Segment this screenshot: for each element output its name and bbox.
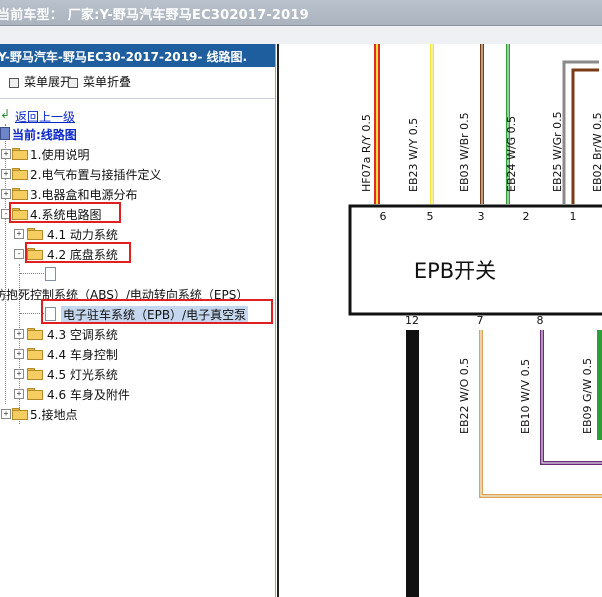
document-icon bbox=[45, 267, 56, 281]
highlight-box bbox=[41, 299, 273, 324]
folder-icon bbox=[27, 388, 43, 400]
title-bar-spacer bbox=[0, 26, 602, 44]
tree-guide bbox=[20, 273, 44, 274]
panel-divider[interactable] bbox=[277, 44, 279, 597]
highlight-box bbox=[9, 202, 121, 223]
wire-green-white bbox=[597, 330, 602, 440]
diagram-panel: HF07a R/Y 0.5 EB23 W/Y 0.5 EB03 W/Br 0.5… bbox=[277, 44, 602, 597]
expand-toggle-icon[interactable]: + bbox=[14, 329, 24, 339]
pin-number: 8 bbox=[537, 314, 544, 327]
bottom-pin-numbers: 12 7 8 bbox=[405, 314, 544, 327]
wire-stripe bbox=[376, 44, 378, 204]
folder-icon bbox=[27, 328, 43, 340]
expand-icon bbox=[9, 77, 19, 88]
pin-number: 2 bbox=[523, 210, 530, 223]
wire-label: EB22 W/O 0.5 bbox=[458, 358, 471, 434]
divider bbox=[0, 98, 275, 99]
expand-toggle-icon[interactable]: + bbox=[1, 169, 11, 179]
top-pin-numbers: 6 5 3 2 1 bbox=[380, 210, 577, 223]
pin-number: 5 bbox=[427, 210, 434, 223]
folder-icon bbox=[27, 348, 43, 360]
tree-guide bbox=[5, 124, 6, 404]
title-bar: 当前车型： 厂家:Y-野马汽车野马EC302017-2019 bbox=[0, 0, 602, 26]
wire-label: EB10 W/V 0.5 bbox=[519, 359, 532, 434]
menu-row: 菜单展开 菜单折叠 bbox=[0, 71, 275, 93]
wiring-diagram: HF07a R/Y 0.5 EB23 W/Y 0.5 EB03 W/Br 0.5… bbox=[348, 44, 602, 597]
collapse-menu-button[interactable]: 菜单折叠 bbox=[68, 73, 131, 90]
wire-stripe bbox=[481, 44, 483, 204]
wire-stripe bbox=[507, 44, 509, 204]
component-label: EPB开关 bbox=[414, 259, 496, 283]
folder-icon bbox=[12, 188, 28, 200]
folder-icon bbox=[27, 368, 43, 380]
expand-toggle-icon[interactable]: + bbox=[14, 369, 24, 379]
folder-icon bbox=[12, 408, 28, 420]
expand-menu-button[interactable]: 菜单展开 bbox=[9, 73, 72, 90]
top-wires bbox=[374, 44, 599, 204]
left-panel: Y-野马汽车-野马EC30-2017-2019- 线路图. 菜单展开 菜单折叠 … bbox=[0, 44, 276, 597]
window-title: 当前车型： 厂家:Y-野马汽车野马EC302017-2019 bbox=[0, 8, 309, 23]
highlight-box bbox=[25, 242, 131, 263]
tree-guide bbox=[20, 313, 44, 314]
expand-toggle-icon[interactable]: + bbox=[14, 389, 24, 399]
expand-toggle-icon[interactable]: + bbox=[1, 189, 11, 199]
folder-open-icon bbox=[12, 208, 28, 220]
pin-number: 12 bbox=[405, 314, 419, 327]
wire-label: EB03 W/Br 0.5 bbox=[458, 112, 471, 192]
wire-stripe bbox=[541, 330, 602, 464]
back-arrow-icon: ↲ bbox=[0, 107, 11, 121]
wire-white-gray bbox=[562, 60, 599, 204]
epb-switch-box bbox=[348, 204, 602, 316]
expand-toggle-icon[interactable]: + bbox=[1, 149, 11, 159]
pin-number: 7 bbox=[477, 314, 484, 327]
expand-toggle-icon[interactable]: + bbox=[1, 409, 11, 419]
wire-label: HF07a R/Y 0.5 bbox=[360, 114, 373, 192]
wire-label: EB24 W/G 0.5 bbox=[505, 116, 518, 192]
wire-brown-white bbox=[571, 68, 599, 204]
wire-label: EB09 G/W 0.5 bbox=[581, 358, 594, 434]
expand-toggle-icon[interactable]: + bbox=[14, 229, 24, 239]
document-icon bbox=[45, 307, 56, 321]
left-panel-header: Y-野马汽车-野马EC30-2017-2019- 线路图. bbox=[0, 44, 275, 67]
collapse-icon bbox=[68, 77, 78, 88]
pin-number: 6 bbox=[380, 210, 387, 223]
folder-icon bbox=[27, 228, 43, 240]
wire-black-ground bbox=[406, 330, 419, 597]
wire-stripe bbox=[431, 44, 433, 204]
bottom-wires bbox=[406, 330, 602, 597]
wire-label: EB25 W/Gr 0.5 bbox=[551, 111, 564, 192]
pin-number: 1 bbox=[570, 210, 577, 223]
folder-icon bbox=[12, 168, 28, 180]
wire-label: EB02 Br/W 0.5 bbox=[591, 112, 602, 192]
folder-icon bbox=[12, 148, 28, 160]
expand-toggle-icon[interactable]: + bbox=[14, 349, 24, 359]
wire-stripe bbox=[480, 330, 602, 497]
collapse-toggle-icon[interactable]: - bbox=[14, 249, 24, 259]
wire-label: EB23 W/Y 0.5 bbox=[407, 118, 420, 192]
tree-guide bbox=[19, 264, 20, 424]
bottom-wire-labels: EB22 W/O 0.5 EB10 W/V 0.5 EB09 G/W 0.5 bbox=[458, 358, 594, 434]
folder-open-icon bbox=[27, 248, 43, 260]
top-wire-labels: HF07a R/Y 0.5 EB23 W/Y 0.5 EB03 W/Br 0.5… bbox=[360, 111, 602, 192]
left-panel-title: Y-野马汽车-野马EC30-2017-2019- 线路图. bbox=[0, 50, 248, 64]
document-icon bbox=[0, 127, 10, 140]
pin-number: 3 bbox=[478, 210, 485, 223]
